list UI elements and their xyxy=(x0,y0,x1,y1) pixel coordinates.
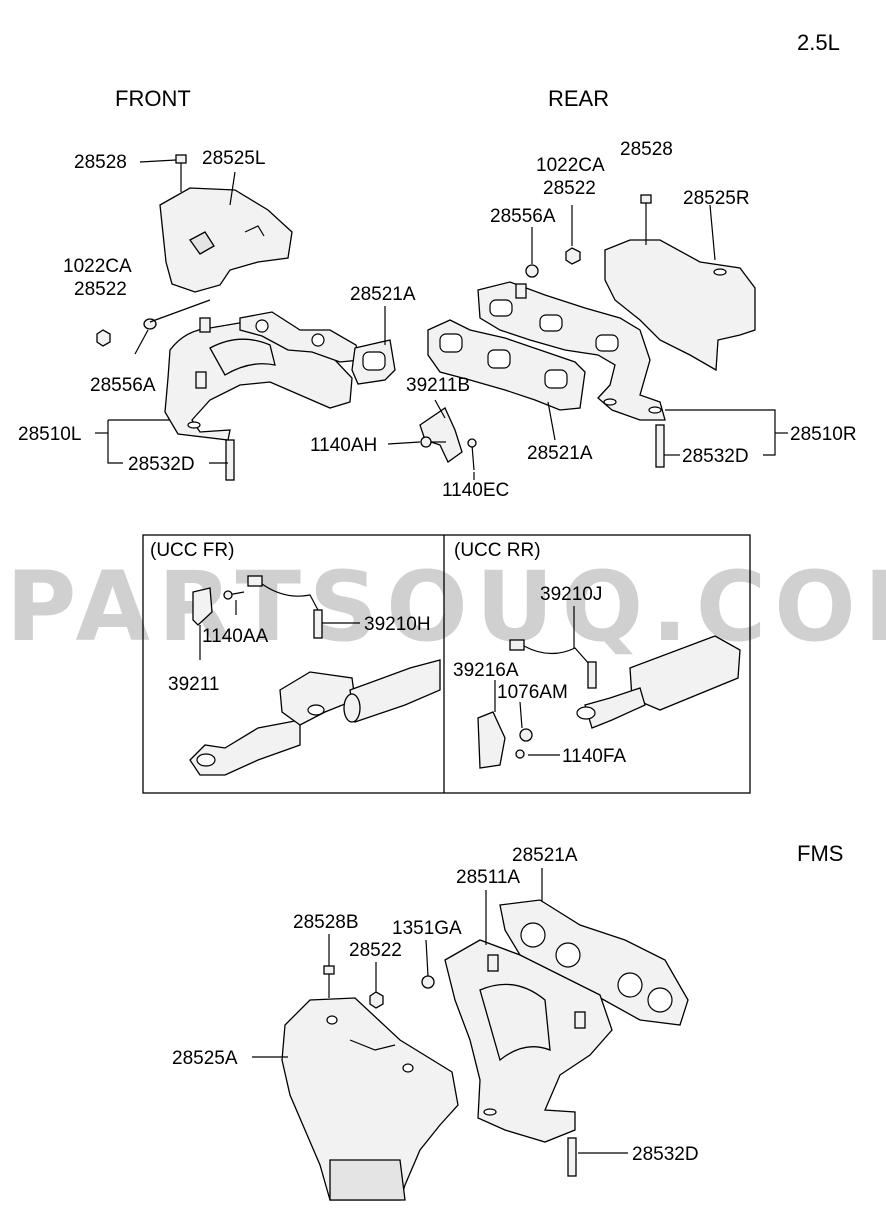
label-m-28525A: 28525A xyxy=(172,1048,238,1069)
label-m-28522: 28522 xyxy=(349,940,402,961)
label-m-28532D: 28532D xyxy=(632,1144,699,1165)
rear-nut-28522[interactable] xyxy=(565,247,581,265)
fr-oxygen-sensor[interactable] xyxy=(247,575,323,639)
rear-gasket-28521A[interactable] xyxy=(427,319,586,411)
fms-manifold-28511A[interactable] xyxy=(444,939,613,1143)
fms-nut-28522[interactable] xyxy=(369,991,384,1009)
label-r-1022CA: 1022CA xyxy=(536,155,605,176)
label-1140AA: 1140AA xyxy=(202,626,269,647)
ucc-fr-header: (UCC FR) xyxy=(150,540,234,561)
fr-bolt-1140AA[interactable] xyxy=(223,590,245,600)
rear-stud-28532D[interactable] xyxy=(655,424,665,468)
label-r-28525R: 28525R xyxy=(683,188,750,209)
rr-washer-1076AM[interactable] xyxy=(519,728,533,742)
label-r-28556A: 28556A xyxy=(490,206,556,227)
label-m-28521A: 28521A xyxy=(512,845,578,866)
fms-bolt-28528B[interactable] xyxy=(323,965,335,998)
label-39211: 39211 xyxy=(168,674,219,695)
label-m-1351GA: 1351GA xyxy=(392,918,462,939)
label-39216A: 39216A xyxy=(453,660,519,681)
label-f-28521A: 28521A xyxy=(350,284,416,305)
label-f-28525L: 28525L xyxy=(202,148,265,169)
fr-exhaust-pipe[interactable] xyxy=(189,659,441,776)
label-m-28511A: 28511A xyxy=(456,867,520,888)
label-f-28522: 28522 xyxy=(74,279,127,300)
front-manifold[interactable] xyxy=(164,311,361,441)
rr-bracket-39216A[interactable] xyxy=(477,711,506,769)
front-stud-28532D[interactable] xyxy=(225,439,235,481)
rr-muffler[interactable] xyxy=(576,635,741,729)
label-f-1022CA: 1022CA xyxy=(63,256,132,277)
front-bolt-28528[interactable] xyxy=(175,154,187,192)
front-bracket-39211B[interactable] xyxy=(419,407,463,463)
fms-heat-shield[interactable] xyxy=(281,997,459,1201)
label-f-28532D: 28532D xyxy=(128,454,195,475)
front-gasket-28521A[interactable] xyxy=(351,339,396,385)
bolt-1140AH[interactable] xyxy=(420,436,446,448)
rear-bolt-28528[interactable] xyxy=(640,194,652,245)
label-f-1140AH: 1140AH xyxy=(310,435,377,456)
watermark: PARTSOUQ.COM xyxy=(6,551,886,663)
fr-bracket-39211[interactable] xyxy=(192,587,213,626)
label-m-28528B: 28528B xyxy=(293,912,359,933)
label-1140FA: 1140FA xyxy=(562,746,626,767)
front-header: FRONT xyxy=(115,86,191,111)
rear-manifold[interactable] xyxy=(477,281,666,421)
label-f-28556A: 28556A xyxy=(90,375,156,396)
front-nut-28522[interactable] xyxy=(96,329,111,347)
front-heat-shield[interactable] xyxy=(159,187,293,293)
engine-label: 2.5L xyxy=(797,30,840,55)
label-r-28532D: 28532D xyxy=(682,446,749,467)
label-f-28528: 28528 xyxy=(74,152,127,173)
label-r-28528: 28528 xyxy=(620,139,673,160)
rr-bolt-1140FA[interactable] xyxy=(515,749,525,759)
label-r-28521A: 28521A xyxy=(527,443,593,464)
fms-stud-28532D[interactable] xyxy=(567,1137,577,1177)
label-1076AM: 1076AM xyxy=(497,682,568,703)
label-f-28510L: 28510L xyxy=(18,424,81,445)
fms-washer-1351GA[interactable] xyxy=(421,975,435,989)
ucc-box xyxy=(142,534,751,794)
label-39210H: 39210H xyxy=(364,614,431,635)
rear-washer-28556A[interactable] xyxy=(525,264,539,278)
rr-oxygen-sensor[interactable] xyxy=(509,639,597,689)
bolt-1140EC[interactable] xyxy=(467,438,477,471)
ucc-rr-header: (UCC RR) xyxy=(454,540,541,561)
label-r-28510R: 28510R xyxy=(790,424,857,445)
rear-heat-shield[interactable] xyxy=(604,239,756,372)
label-f-1140EC: 1140EC xyxy=(442,480,509,501)
label-39210J: 39210J xyxy=(540,584,602,605)
label-f-39211B: 39211B xyxy=(406,375,470,396)
label-r-28522: 28522 xyxy=(543,178,596,199)
fms-header: FMS xyxy=(797,841,843,866)
fms-gasket-28521A[interactable] xyxy=(499,899,689,1026)
rear-header: REAR xyxy=(548,86,609,111)
